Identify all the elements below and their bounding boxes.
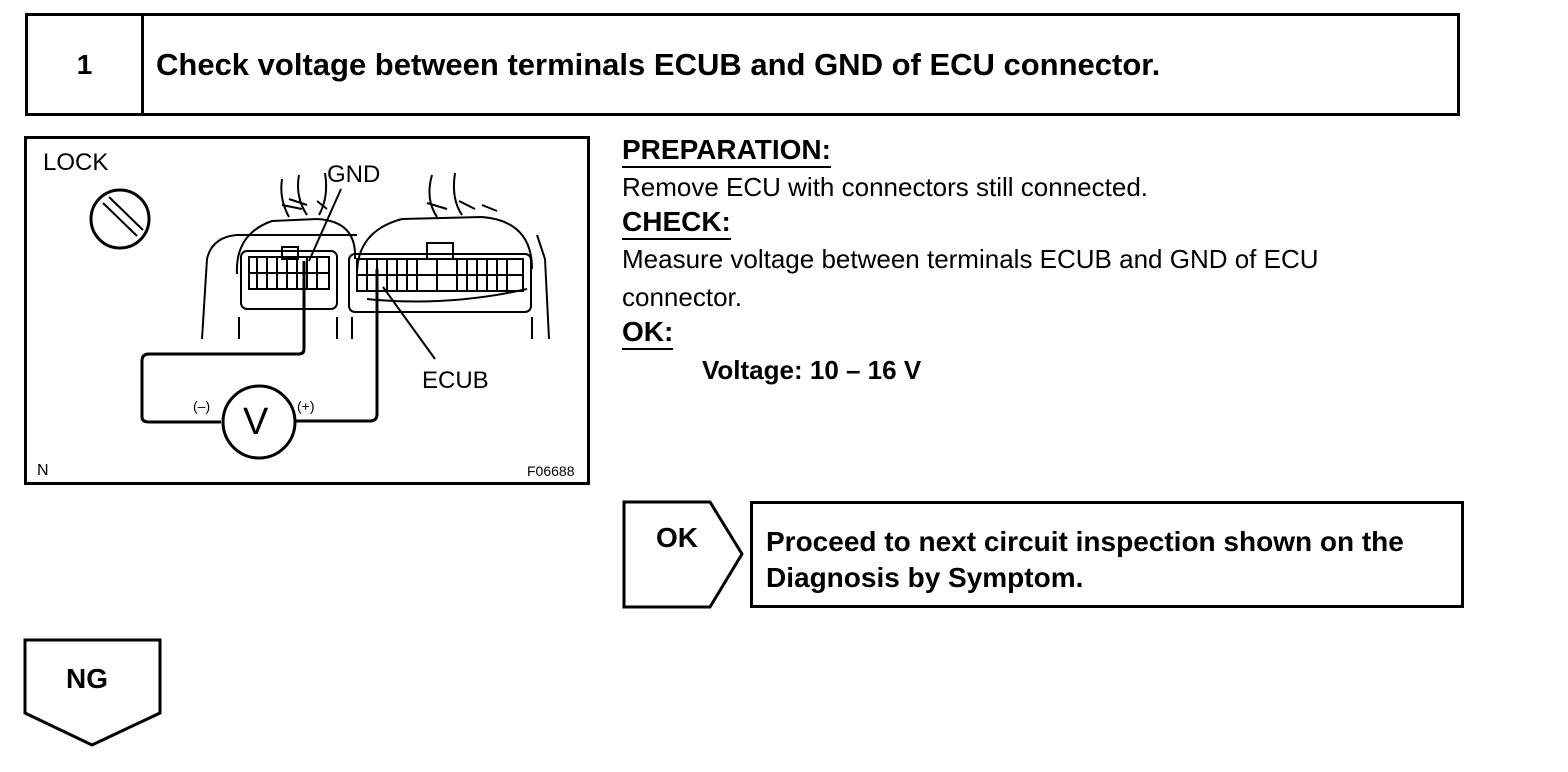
preparation-heading: PREPARATION:	[622, 134, 831, 168]
check-text-line1: Measure voltage between terminals ECUB a…	[622, 244, 1319, 274]
ok-heading: OK:	[622, 316, 674, 350]
procedure: PREPARATION: Remove ECU with connectors …	[622, 134, 1464, 390]
step-number: 1	[28, 16, 144, 113]
corner-label: N	[37, 462, 49, 479]
ok-result-line2: Diagnosis by Symptom.	[766, 562, 1084, 593]
ng-arrow-shape	[23, 638, 162, 747]
ng-label: NG	[66, 663, 108, 694]
preparation-text: Remove ECU with connectors still connect…	[622, 172, 1149, 202]
ok-arrow-shape	[622, 500, 744, 609]
voltmeter-symbol: V	[243, 401, 269, 443]
step-header: 1 Check voltage between terminals ECUB a…	[25, 13, 1460, 116]
ecub-label: ECUB	[422, 367, 489, 394]
lock-label: LOCK	[43, 149, 109, 176]
plus-terminal-label: (+)	[297, 398, 315, 414]
ok-result-box: Proceed to next circuit inspection shown…	[750, 501, 1464, 608]
minus-terminal-label: (–)	[193, 398, 211, 414]
check-heading: CHECK:	[622, 206, 731, 240]
figure-code: F06688	[527, 463, 575, 479]
lock-icon	[89, 188, 151, 250]
check-text-line2: connector.	[622, 282, 742, 312]
connector-diagram-drawing	[89, 172, 550, 460]
connector-diagram: LOCK GND ECUB (–) (+) V N F06688	[24, 136, 590, 485]
ok-label: OK	[656, 522, 698, 553]
ok-value: Voltage: 10 – 16 V	[702, 355, 922, 385]
gnd-label: GND	[327, 161, 381, 188]
ok-result-line1: Proceed to next circuit inspection shown…	[766, 526, 1404, 557]
step-title: Check voltage between terminals ECUB and…	[156, 46, 1161, 82]
